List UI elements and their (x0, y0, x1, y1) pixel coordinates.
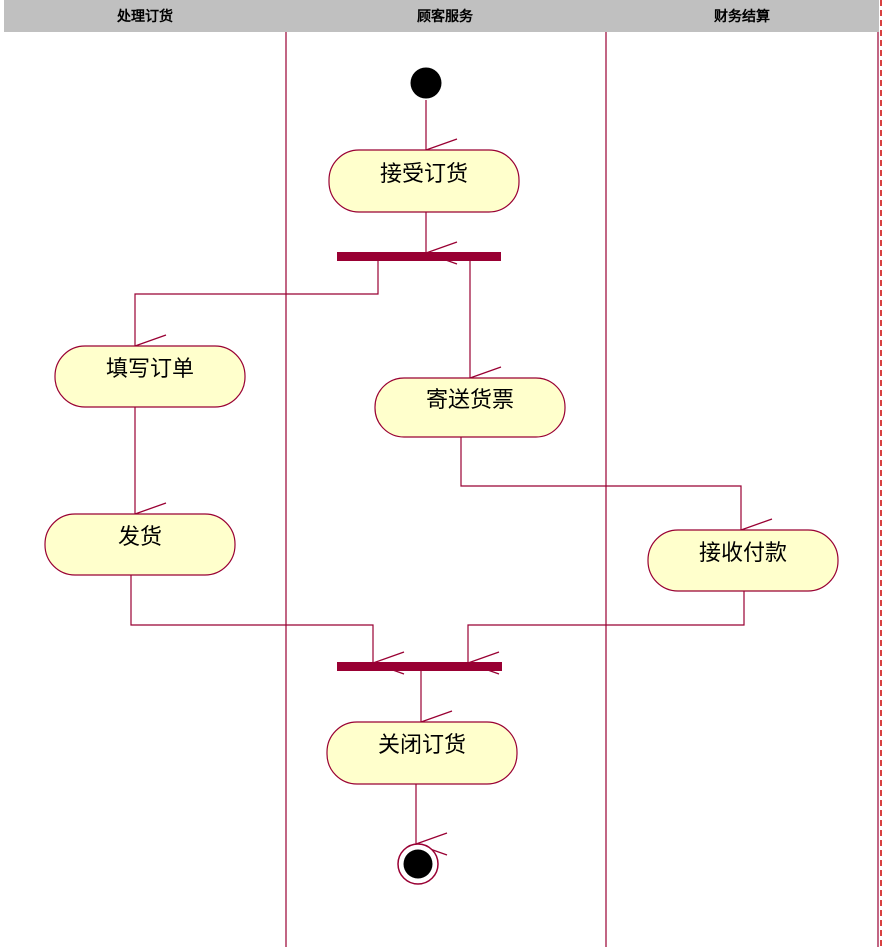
activity-ship-goods-label: 发货 (118, 525, 162, 550)
activity-accept-order-label: 接受订货 (380, 162, 468, 187)
end-node (397, 843, 439, 885)
fork-bar (337, 252, 501, 261)
activity-send-invoice-label: 寄送货票 (426, 388, 514, 413)
swimlane-header-order-processing: 处理订货 (116, 8, 173, 25)
flow-fork-to-fill-order (133, 260, 379, 358)
activity-close-order-label: 关闭订货 (378, 733, 466, 758)
flow-send-invoice-to-receive-payment (460, 437, 773, 542)
activity-close-order: 关闭订货 (326, 721, 518, 785)
activity-receive-payment: 接收付款 (647, 529, 839, 592)
activity-receive-payment-label: 接收付款 (699, 541, 787, 566)
flow-receive-payment-to-join (466, 591, 745, 675)
activity-receive-payment-shape (647, 529, 839, 592)
activity-ship-goods: 发货 (44, 513, 236, 576)
start-node (410, 67, 442, 99)
swimlane-header-finance: 财务结算 (713, 8, 770, 25)
activity-fill-order-label: 填写订单 (106, 357, 194, 382)
activity-ship-goods-shape (44, 513, 236, 576)
activity-fill-order-shape (54, 345, 246, 408)
activity-close-order-shape (326, 721, 518, 785)
activity-accept-order: 接受订货 (328, 149, 520, 213)
join-bar (337, 662, 502, 671)
swimlane-header-customer-service: 顾客服务 (417, 8, 474, 25)
activity-send-invoice: 寄送货票 (374, 377, 566, 438)
activity-fill-order: 填写订单 (54, 345, 246, 408)
activity-accept-order-shape (328, 149, 520, 213)
flow-ship-goods-to-join (130, 575, 405, 675)
activity-send-invoice-shape (374, 377, 566, 438)
end-node-core (403, 849, 433, 879)
flow-connectors (130, 100, 773, 856)
swimlane-header-band (4, 0, 879, 32)
